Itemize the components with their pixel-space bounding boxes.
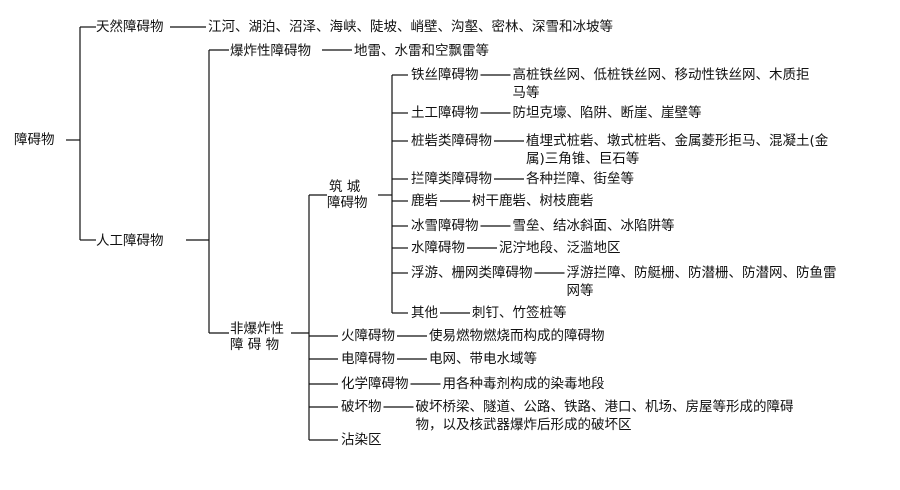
other-item-example: 用各种毒剂构成的染毒地段	[442, 376, 605, 392]
fortification-item-example: 高桩铁丝网、低桩铁丝网、移动性铁丝网、木质拒	[512, 67, 810, 83]
fortification-item-label: 其他	[411, 305, 438, 321]
other-item-example: 使易燃物燃烧而构成的障碍物	[429, 328, 605, 344]
non-explosive-label-line1: 非爆炸性	[230, 321, 284, 337]
fortification-label-line1: 筑 城	[329, 179, 361, 195]
other-item-example: 破坏桥梁、隧道、公路、铁路、港口、机场、房屋等形成的障碍	[415, 399, 794, 415]
fortification-item-label: 水障碍物	[411, 240, 465, 256]
natural-obstacles-label: 天然障碍物	[96, 19, 164, 35]
fortification-item-example-cont: 马等	[512, 85, 540, 101]
fortification-item-example: 防坦克壕、陷阱、断崖、崖壁等	[512, 105, 702, 121]
fortification-item-example: 树干鹿砦、树枝鹿砦	[472, 193, 594, 209]
fortification-item-label: 冰雪障碍物	[411, 218, 479, 234]
fortification-item-example: 雪垒、结冰斜面、冰陷阱等	[512, 218, 675, 234]
other-item-label: 化学障碍物	[341, 376, 409, 392]
explosive-obstacles-examples: 地雷、水雷和空飘雷等	[354, 43, 489, 59]
fortification-item-example: 各种拦障、街垒等	[526, 171, 634, 187]
fortification-item-example-cont: 属)三角锥、巨石等	[526, 151, 640, 167]
fortification-item-label: 浮游、栅网类障碍物	[411, 265, 533, 281]
fortification-item-example-cont: 网等	[566, 283, 594, 299]
non-explosive-label-line2: 障 碍 物	[230, 337, 280, 353]
fortification-item-label: 桩砦类障碍物	[411, 133, 492, 149]
other-item-example: 电网、带电水域等	[429, 351, 537, 367]
artificial-obstacles-label: 人工障碍物	[96, 233, 164, 249]
fortification-label-line2: 障碍物	[327, 195, 368, 211]
explosive-obstacles-label: 爆炸性障碍物	[230, 43, 311, 59]
fortification-item-label: 土工障碍物	[411, 105, 479, 121]
fortification-item-example: 浮游拦障、防艇栅、防潜栅、防潜网、防鱼雷	[566, 265, 837, 281]
other-item-label: 电障碍物	[341, 351, 395, 367]
other-item-label: 破坏物	[341, 399, 382, 415]
fortification-item-example: 泥泞地段、泛滥地区	[499, 240, 621, 256]
root-label: 障碍物	[14, 132, 55, 148]
other-item-label: 火障碍物	[341, 328, 395, 344]
fortification-item-example: 刺钉、竹签桩等	[472, 305, 567, 321]
fortification-item-label: 拦障类障碍物	[411, 171, 492, 187]
fortification-item-label: 鹿砦	[411, 193, 438, 209]
other-item-label: 沾染区	[341, 432, 382, 448]
fortification-item-example: 植埋式桩砦、墩式桩砦、金属菱形拒马、混凝土(金	[526, 133, 829, 149]
natural-obstacles-examples: 江河、湖泊、沼泽、海峡、陡坡、峭壁、沟壑、密林、深雪和冰坡等	[208, 19, 613, 35]
other-item-example-cont: 物，以及核武器爆炸后形成的破坏区	[415, 417, 632, 433]
fortification-item-label: 铁丝障碍物	[411, 67, 479, 83]
